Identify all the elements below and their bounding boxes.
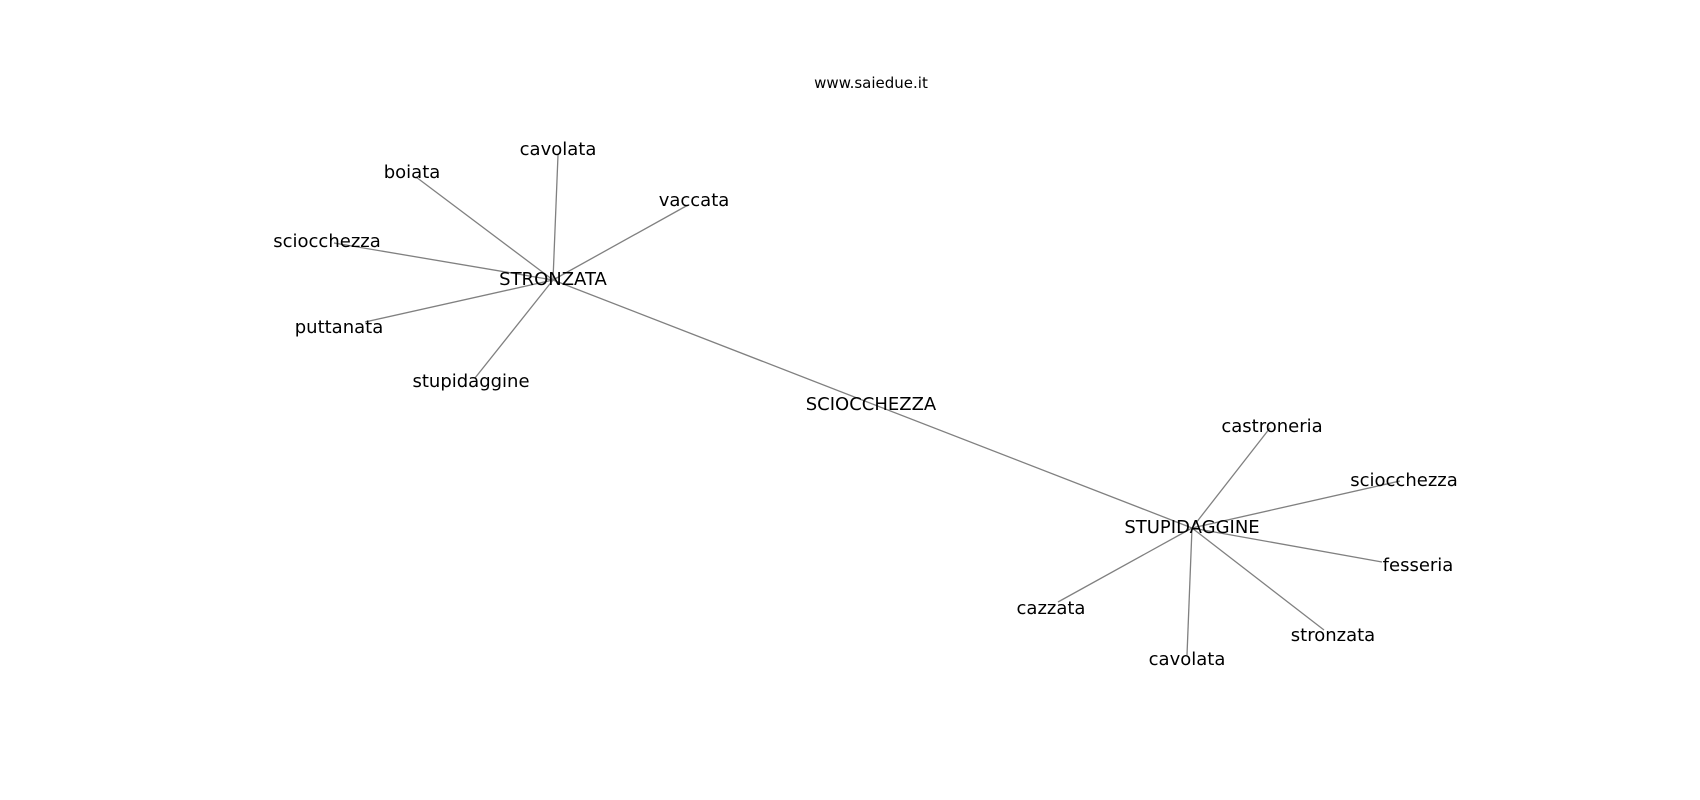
edge-stronzata-puttanata bbox=[364, 279, 554, 323]
edges bbox=[333, 154, 1401, 656]
hub-label-stronzata: STRONZATA bbox=[499, 269, 607, 290]
leaf-label-puttanata: puttanata bbox=[295, 317, 384, 338]
leaf-label-vaccata: vaccata bbox=[659, 190, 730, 211]
hub-label-stupidaggine: STUPIDAGGINE bbox=[1124, 517, 1259, 538]
edge-stronzata-cavolata bbox=[552, 154, 559, 281]
leaf-label-cavolata: cavolata bbox=[520, 139, 597, 160]
edge-stronzata-stupidaggine bbox=[474, 279, 554, 379]
edge-stupidaggine-cazzata bbox=[1057, 527, 1193, 603]
edge-stronzata-sciocchezza bbox=[333, 242, 554, 281]
leaf-label-stronzata: stronzata bbox=[1291, 625, 1375, 646]
edge-stronzata-vaccata bbox=[552, 204, 689, 281]
site-label: www.saiedue.it bbox=[814, 74, 928, 92]
leaf-label-boiata: boiata bbox=[384, 162, 441, 183]
leaf-label-cavolata-2: cavolata bbox=[1149, 649, 1226, 670]
labels: www.saiedue.it SCIOCCHEZZA STRONZATA cav… bbox=[273, 74, 1458, 670]
edge-hub1-hub2 bbox=[552, 279, 1193, 529]
edge-stronzata-boiata bbox=[415, 176, 554, 281]
edge-stupidaggine-cavolata bbox=[1186, 527, 1193, 656]
edge-stupidaggine-sciocchezza bbox=[1191, 480, 1401, 529]
leaf-label-sciocchezza-2: sciocchezza bbox=[1350, 470, 1458, 491]
leaf-label-sciocchezza: sciocchezza bbox=[273, 231, 381, 252]
edge-stupidaggine-stronzata bbox=[1191, 527, 1325, 631]
edge-stupidaggine-fesseria bbox=[1191, 527, 1383, 563]
leaf-label-fesseria: fesseria bbox=[1383, 555, 1454, 576]
leaf-label-castroneria: castroneria bbox=[1221, 416, 1322, 437]
leaf-label-stupidaggine: stupidaggine bbox=[412, 371, 529, 392]
edge-stupidaggine-castroneria bbox=[1191, 427, 1271, 529]
center-node-label: SCIOCCHEZZA bbox=[806, 394, 937, 415]
leaf-label-cazzata: cazzata bbox=[1017, 598, 1086, 619]
